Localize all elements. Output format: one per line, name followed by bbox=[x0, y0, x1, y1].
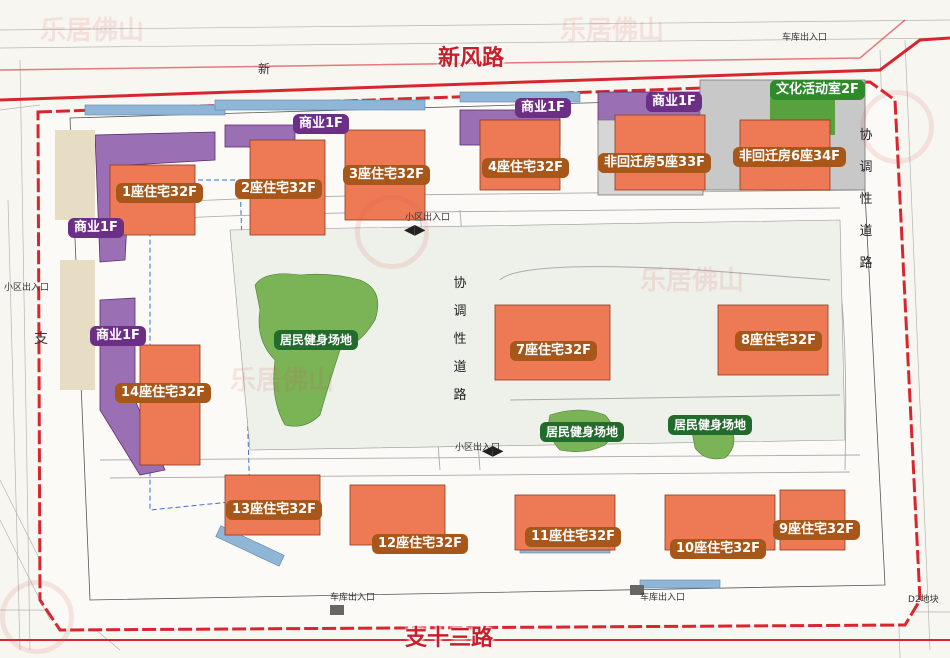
building-label-6: 非回迁房6座34F bbox=[733, 147, 847, 167]
commercial-label-5: 商业1F bbox=[90, 326, 146, 346]
fitness-label-center: 居民健身场地 bbox=[540, 422, 625, 442]
building-label-2: 2座住宅32F bbox=[235, 179, 323, 199]
watermark-logo bbox=[860, 90, 934, 164]
building-label-13: 13座住宅32F bbox=[226, 500, 323, 520]
fitness-label-east: 居民健身场地 bbox=[668, 415, 753, 435]
watermark-logo bbox=[355, 195, 429, 269]
road-label-north-small: 新 bbox=[258, 62, 271, 76]
commercial-label-4: 商业1F bbox=[68, 218, 124, 238]
building-label-10: 10座住宅32F bbox=[670, 539, 767, 559]
watermark-text: 乐居佛山 bbox=[230, 366, 335, 396]
garage-label-s2: 车库出入口 bbox=[640, 593, 686, 603]
road-label-north: 新风路 bbox=[438, 46, 505, 71]
watermark-text: 乐居佛山 bbox=[560, 16, 665, 46]
culture-room-label: 文化活动室2F bbox=[770, 80, 865, 100]
watermark-text: 乐居佛山 bbox=[640, 266, 745, 296]
arrow-icon: ◀▶ bbox=[404, 222, 426, 238]
garage-label-ne: 车库出入口 bbox=[782, 33, 828, 43]
road-label-east: 协 调 性 道 路 bbox=[859, 128, 873, 271]
garage-label-s1: 车库出入口 bbox=[330, 593, 376, 603]
building-label-8: 8座住宅32F bbox=[735, 331, 823, 351]
fitness-label-west: 居民健身场地 bbox=[274, 330, 359, 350]
building-label-5: 非回迁房5座33F bbox=[598, 153, 712, 173]
entrance-label-west: 小区出入口 bbox=[4, 283, 50, 293]
road-label-center: 协 调 性 道 路 bbox=[453, 276, 467, 403]
building-label-11: 11座住宅32F bbox=[525, 527, 622, 547]
commercial-label-3: 商业1F bbox=[646, 92, 702, 112]
building-label-14: 14座住宅32F bbox=[115, 383, 212, 403]
watermark-logo bbox=[0, 580, 74, 654]
commercial-label-1: 商业1F bbox=[293, 114, 349, 134]
fitness-area-west bbox=[254, 273, 379, 427]
entrance-label-north: 小区出入口 bbox=[405, 213, 451, 223]
building-label-4: 4座住宅32F bbox=[482, 158, 570, 178]
building-label-3: 3座住宅32F bbox=[343, 165, 431, 185]
entrance-label-south: 小区出入口 bbox=[455, 443, 501, 453]
plot-label: D2地块 bbox=[908, 595, 939, 605]
building-label-12: 12座住宅32F bbox=[372, 534, 469, 554]
building-label-7: 7座住宅32F bbox=[510, 341, 598, 361]
north-road-boundary bbox=[0, 36, 950, 102]
commercial-label-2: 商业1F bbox=[515, 98, 571, 118]
road-label-west: 支 bbox=[34, 331, 48, 347]
watermark-text: 乐居佛山 bbox=[40, 16, 145, 46]
road-label-south: 支十三路 bbox=[405, 626, 494, 651]
building-label-1: 1座住宅32F bbox=[116, 183, 204, 203]
arrow-icon: ◀▶ bbox=[482, 443, 504, 459]
building-label-9: 9座住宅32F bbox=[773, 520, 861, 540]
